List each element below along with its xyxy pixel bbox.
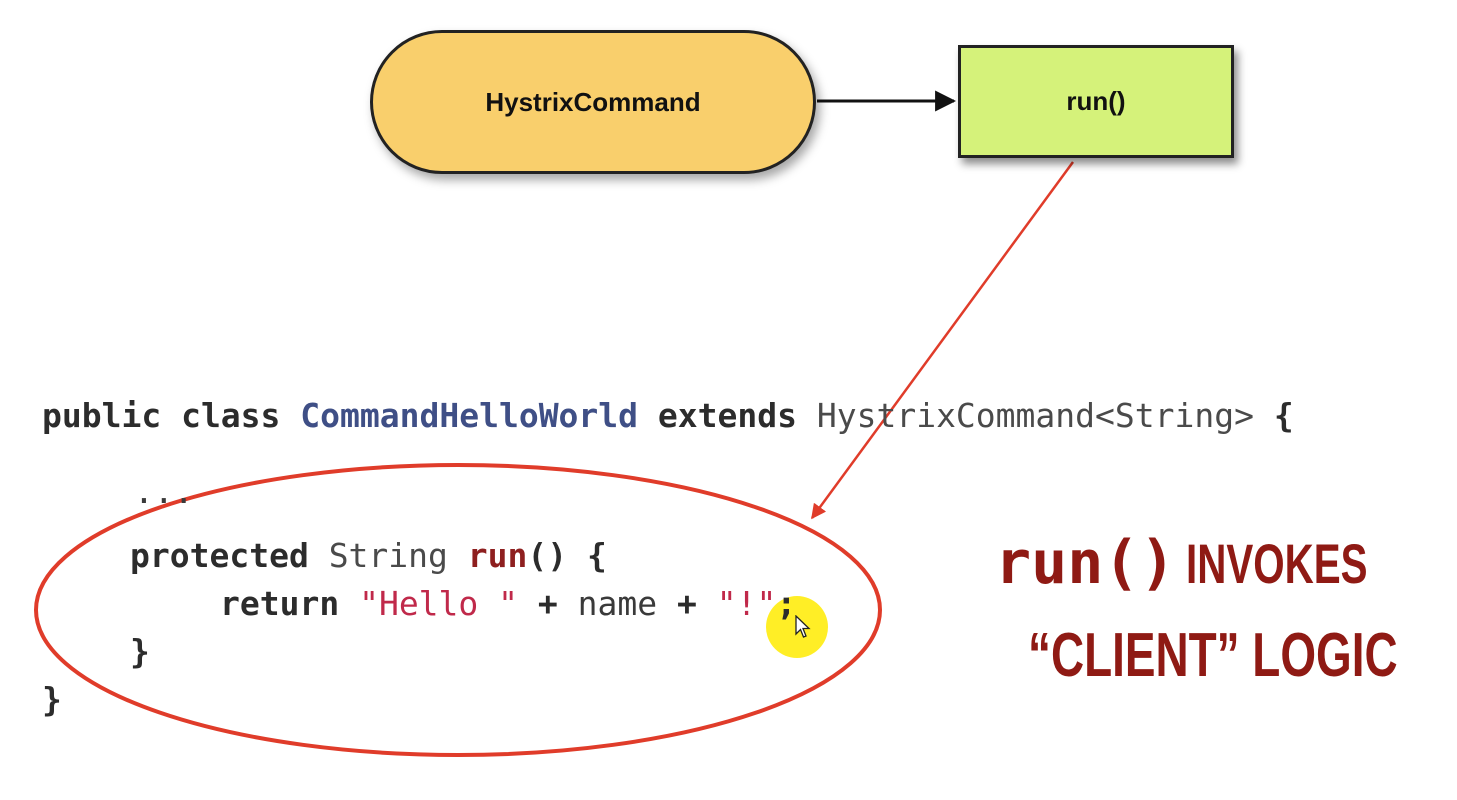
code-token-params: () { [527,536,607,575]
code-line-class-declaration: public class CommandHelloWorld extends H… [42,392,1294,440]
code-token-class-name: CommandHelloWorld [300,396,639,435]
annotation-arrow [810,161,1075,520]
mouse-cursor-icon [795,615,811,638]
code-token-superclass: HystrixCommand<String> [816,396,1254,435]
code-line-return: return "Hello " + name + "!"; [220,580,796,628]
node-hystrix-command-label: HystrixCommand [485,86,701,117]
code-line-run-signature: protected String run() { [130,532,607,580]
code-token-return: return [220,584,360,623]
code-token-ellipsis: ... [134,472,194,511]
code-token-keyword: public class [42,396,301,435]
code-token-protected: protected [130,536,329,575]
code-line-close-class: } [42,676,62,724]
code-token-string-hello: "Hello " [359,584,519,623]
code-token-semicolon: ; [776,584,797,623]
code-token-close-brace: } [130,632,150,671]
node-hystrix-command: HystrixCommand [370,30,816,174]
code-token-plus: + [657,584,717,623]
code-token-extends: extends [638,396,817,435]
caption-run: run() [995,528,1176,598]
code-line-close-method: } [130,628,150,676]
code-token-plus: + [518,584,578,623]
code-token-method-name: run [467,536,528,575]
code-token-close-brace: } [42,680,62,719]
caption-line-1: run()INVOKES [995,528,1438,598]
code-token-name: name [577,584,658,623]
code-line-ellipsis: ... [134,468,194,516]
code-token-brace: { [1253,396,1294,435]
code-token-string-bang: "!" [716,584,777,623]
code-token-return-type: String [328,536,468,575]
caption-invokes: INVOKES [1185,532,1368,595]
node-run-label: run() [1066,86,1126,116]
caption-line-2: “CLIENT” LOGIC [1028,621,1398,690]
node-run: run() [958,45,1234,158]
highlight-ellipse [34,463,882,757]
